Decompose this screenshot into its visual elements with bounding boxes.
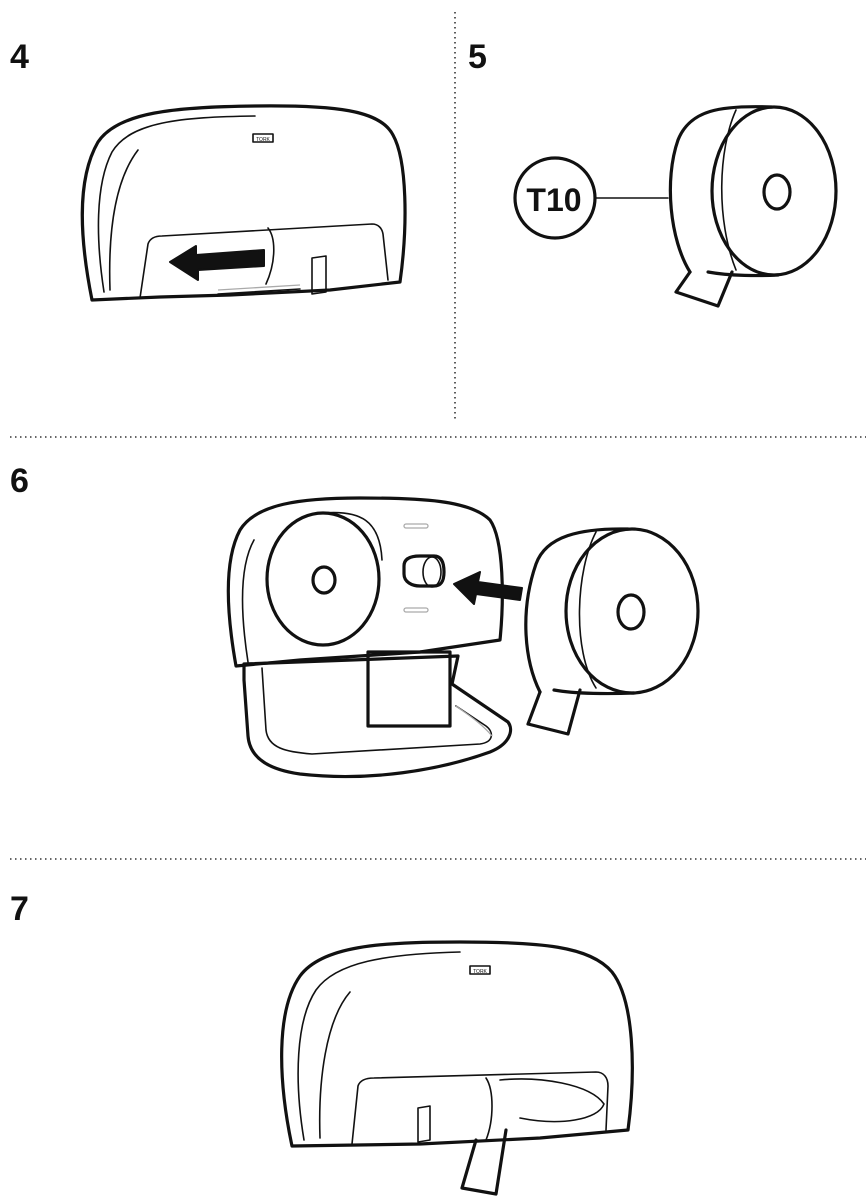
dispenser-icon xyxy=(80,104,407,302)
arrow-left-icon xyxy=(169,245,265,281)
step-number-6: 6 xyxy=(10,462,29,500)
roll-type-label: T10 xyxy=(526,182,581,218)
step-number-7: 7 xyxy=(10,890,29,928)
arrow-insert-icon xyxy=(453,571,523,605)
tork-logo-step4: TORK xyxy=(256,137,270,143)
step-number-5: 5 xyxy=(468,38,487,76)
new-roll-icon xyxy=(524,527,700,736)
tork-logo-step7: TORK xyxy=(473,969,487,975)
open-dispenser-icon xyxy=(226,496,513,779)
step-number-4: 4 xyxy=(10,38,29,76)
closed-dispenser-icon xyxy=(280,940,634,1196)
toilet-roll-icon xyxy=(513,105,838,308)
